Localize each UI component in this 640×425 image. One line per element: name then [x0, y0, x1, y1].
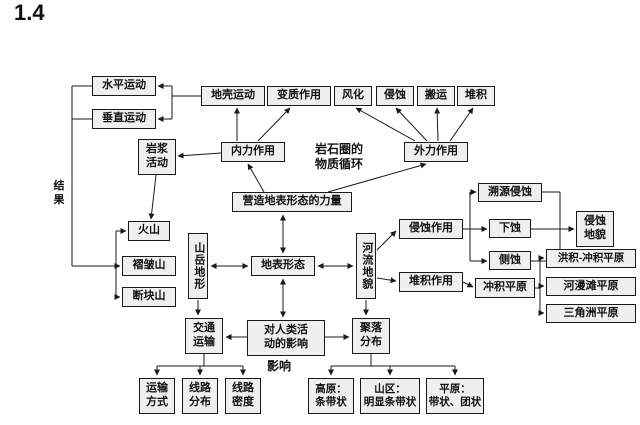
node-metamorphism: 变质作用 — [267, 86, 331, 106]
node-headward-erosion: 溯源侵蚀 — [478, 183, 542, 202]
node-weathering: 风化 — [334, 86, 372, 106]
node-main-force: 营造地表形态的力量 — [232, 192, 352, 212]
node-fault-mountain: 断块山 — [122, 287, 176, 307]
node-crustal-movement: 地壳运动 — [201, 86, 265, 106]
node-accumulation: 堆积 — [457, 86, 495, 106]
node-route-distribution: 线路 分布 — [182, 378, 218, 414]
node-volcano: 火山 — [128, 221, 170, 241]
node-down-erosion: 下蚀 — [489, 219, 531, 238]
node-transport: 搬运 — [417, 86, 455, 106]
node-floodplain-plain: 河漫滩平原 — [546, 277, 636, 296]
node-delta-plain: 三角洲平原 — [546, 304, 636, 323]
node-erosion-landform: 侵蚀 地貌 — [576, 211, 614, 247]
label-result: 结 果 — [53, 180, 65, 206]
node-accumulation-process: 堆积作用 — [399, 272, 463, 292]
node-plain-pattern: 平原： 带状、团状 — [426, 378, 484, 414]
node-traffic: 交通 运输 — [185, 318, 223, 354]
node-internal-force: 内力作用 — [221, 142, 285, 162]
node-vertical-movement: 垂直运动 — [92, 109, 156, 129]
node-external-force: 外力作用 — [404, 142, 468, 162]
node-mountain-pattern: 山区： 明显条带状 — [360, 378, 420, 414]
edge-lines — [71, 83, 575, 376]
node-horizontal-movement: 水平运动 — [92, 76, 156, 96]
node-erosion: 侵蚀 — [376, 86, 414, 106]
node-route-density: 线路 密度 — [225, 378, 261, 414]
page-title: 1.4 — [14, 0, 45, 25]
node-magma-activity: 岩浆 活动 — [138, 139, 176, 175]
node-alluvial-plain: 冲积平原 — [475, 278, 535, 298]
label-influence: 影响 — [266, 358, 291, 373]
node-plateau-pattern: 高原： 条带状 — [308, 378, 354, 414]
node-human-impact: 对人类活 动的影响 — [247, 320, 325, 356]
node-transport-mode: 运输 方式 — [139, 378, 175, 414]
node-river-landform: 河流地貌 — [356, 233, 376, 299]
label-rock-cycle: 岩石圈的 物质循环 — [314, 142, 363, 171]
node-surface-form: 地表形态 — [251, 256, 315, 276]
node-erosion-process: 侵蚀作用 — [399, 219, 463, 239]
node-mountain-terrain: 山岳地形 — [188, 233, 208, 299]
node-settlement: 聚落 分布 — [352, 318, 390, 354]
node-lateral-erosion: 侧蚀 — [489, 251, 531, 270]
node-flood-alluvial-plain: 洪积-冲积平原 — [546, 249, 636, 268]
node-fold-mountain: 褶皱山 — [122, 256, 176, 276]
